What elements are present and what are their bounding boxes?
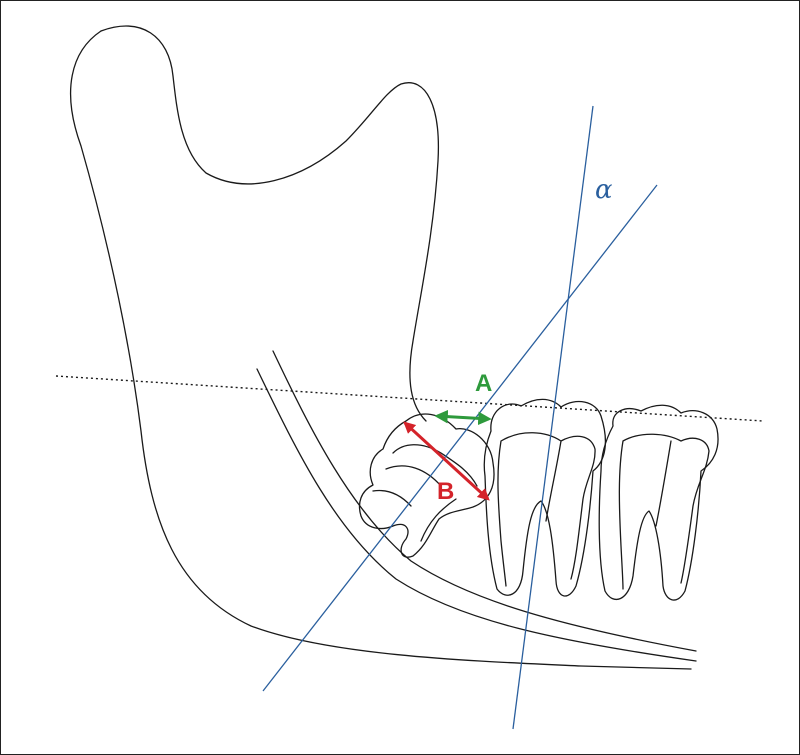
occlusal-plane-line xyxy=(55,375,764,422)
tooth-long-axis-line xyxy=(512,105,594,730)
third-molar-axis-line xyxy=(262,184,658,692)
mandible-outline xyxy=(69,30,692,670)
coronoid-process xyxy=(100,25,440,422)
measurement-a-arrow xyxy=(434,409,492,426)
label-alpha: α xyxy=(595,175,613,205)
first-molar xyxy=(598,404,719,601)
mandibular-canal-lower xyxy=(256,368,697,662)
label-a: A xyxy=(475,370,492,397)
mandibular-canal-upper xyxy=(272,350,697,652)
measurement-b-arrow xyxy=(403,421,490,501)
second-molar xyxy=(483,398,607,597)
label-b: B xyxy=(437,478,454,505)
